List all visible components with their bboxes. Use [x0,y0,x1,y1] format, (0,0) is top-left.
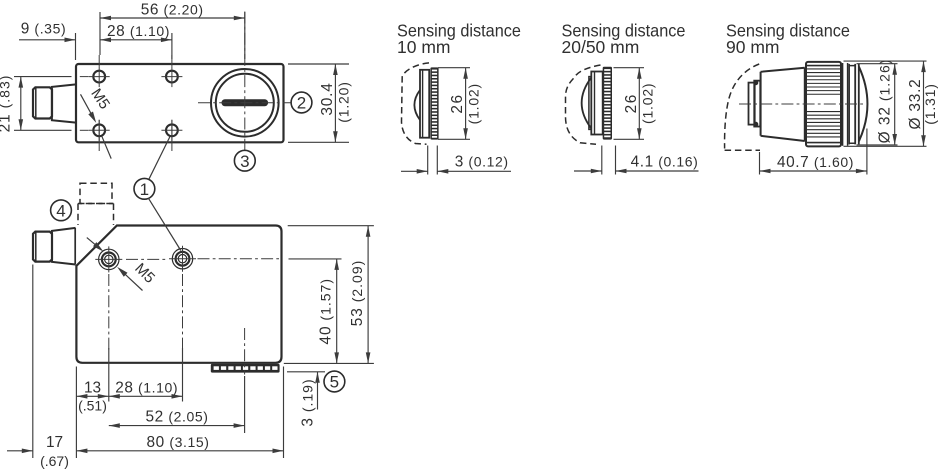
svg-text:Ø 33.2: Ø 33.2 [907,78,924,129]
svg-text:21 (.83): 21 (.83) [0,75,14,133]
svg-text:26: 26 [449,93,466,113]
svg-text:4.1 (0.16): 4.1 (0.16) [631,154,699,171]
svg-text:5: 5 [330,373,339,392]
svg-text:30.4: 30.4 [319,82,336,115]
svg-text:(1.02): (1.02) [466,83,482,124]
svg-text:(1.02): (1.02) [639,83,655,124]
svg-text:13: 13 [84,379,101,396]
svg-text:Sensing distance: Sensing distance [726,20,850,40]
svg-text:3 (.19): 3 (.19) [300,378,317,426]
svg-text:90 mm: 90 mm [726,37,779,57]
svg-text:Sensing distance: Sensing distance [562,20,686,40]
svg-text:(.51): (.51) [78,397,107,413]
svg-text:(1.31): (1.31) [922,83,938,124]
svg-text:3: 3 [240,152,249,171]
svg-text:10 mm: 10 mm [397,37,450,57]
svg-text:40 (1.57): 40 (1.57) [317,278,334,345]
svg-text:Ø 32 (1.26): Ø 32 (1.26) [877,59,894,144]
svg-text:26: 26 [623,93,640,113]
svg-text:40.7 (1.60): 40.7 (1.60) [777,154,854,171]
svg-text:Sensing distance: Sensing distance [397,20,521,40]
svg-text:(1.20): (1.20) [336,81,352,122]
svg-text:4: 4 [56,201,65,220]
svg-text:28 (1.10): 28 (1.10) [115,379,178,396]
svg-text:(.67): (.67) [40,453,69,469]
svg-text:3 (0.12): 3 (0.12) [455,154,509,171]
svg-text:53 (2.09): 53 (2.09) [349,260,366,327]
svg-text:20/50 mm: 20/50 mm [562,37,640,57]
svg-text:2: 2 [297,94,306,113]
svg-text:56 (2.20): 56 (2.20) [141,1,204,18]
svg-text:1: 1 [140,180,149,199]
svg-text:9 (.35): 9 (.35) [21,20,66,37]
svg-text:17: 17 [46,434,63,451]
svg-text:28 (1.10): 28 (1.10) [107,23,170,40]
svg-text:80 (3.15): 80 (3.15) [147,434,210,451]
svg-text:52 (2.05): 52 (2.05) [146,408,209,425]
